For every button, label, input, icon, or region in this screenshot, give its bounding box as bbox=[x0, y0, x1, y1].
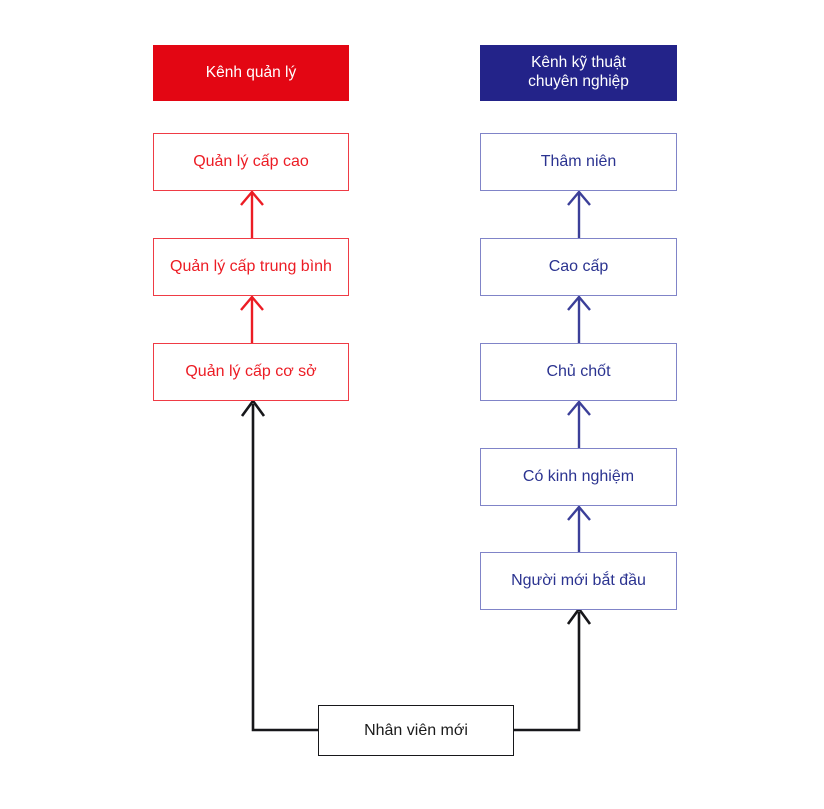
technical-level-co-kinh-nghiem[interactable]: Có kinh nghiệm bbox=[480, 448, 677, 506]
connector-management-base-to-middle bbox=[231, 294, 273, 346]
connector-technical-co-kinh-nghiem-to-chu-chot bbox=[558, 399, 600, 451]
connector-technical-nguoi-moi-to-co-kinh-nghiem bbox=[558, 504, 600, 556]
connector-management-middle-to-senior bbox=[231, 189, 273, 241]
management-level-label: Quản lý cấp trung bình bbox=[170, 258, 332, 276]
technical-level-cao-cap[interactable]: Cao cấp bbox=[480, 238, 677, 296]
column-header-management-label: Kênh quản lý bbox=[205, 63, 297, 81]
management-level-quan-ly-cap-co-so[interactable]: Quản lý cấp cơ sở bbox=[153, 343, 349, 401]
management-level-quan-ly-cap-cao[interactable]: Quản lý cấp cao bbox=[153, 133, 349, 191]
column-header-technical[interactable]: Kênh kỹ thuật chuyên nghiệp bbox=[480, 45, 677, 101]
management-level-label: Quản lý cấp cao bbox=[193, 153, 309, 171]
technical-level-label: Người mới bắt đầu bbox=[511, 572, 646, 590]
connector-entry-to-technical-entry bbox=[500, 604, 630, 736]
technical-level-chu-chot[interactable]: Chủ chốt bbox=[480, 343, 677, 401]
technical-level-label: Chủ chốt bbox=[546, 363, 611, 381]
management-level-label: Quản lý cấp cơ sở bbox=[185, 363, 317, 381]
column-header-technical-line-1: Kênh kỹ thuật bbox=[531, 54, 626, 72]
technical-level-label: Có kinh nghiệm bbox=[522, 468, 635, 486]
connector-technical-chu-chot-to-cao-cap bbox=[558, 294, 600, 346]
entry-node-label: Nhân viên mới bbox=[364, 721, 468, 739]
technical-level-label: Thâm niên bbox=[540, 153, 617, 171]
technical-level-label: Cao cấp bbox=[548, 258, 609, 276]
management-level-quan-ly-cap-trung-binh[interactable]: Quản lý cấp trung bình bbox=[153, 238, 349, 296]
connector-technical-cao-cap-to-tham-nien bbox=[558, 189, 600, 241]
technical-level-nguoi-moi-bat-dau[interactable]: Người mới bắt đầu bbox=[480, 552, 677, 610]
entry-node-nhan-vien-moi[interactable]: Nhân viên mới bbox=[318, 705, 514, 756]
technical-level-tham-nien[interactable]: Thâm niên bbox=[480, 133, 677, 191]
column-header-technical-line-2: chuyên nghiệp bbox=[528, 73, 629, 90]
column-header-management[interactable]: Kênh quản lý bbox=[153, 45, 349, 101]
connector-entry-to-management-base bbox=[232, 396, 362, 736]
